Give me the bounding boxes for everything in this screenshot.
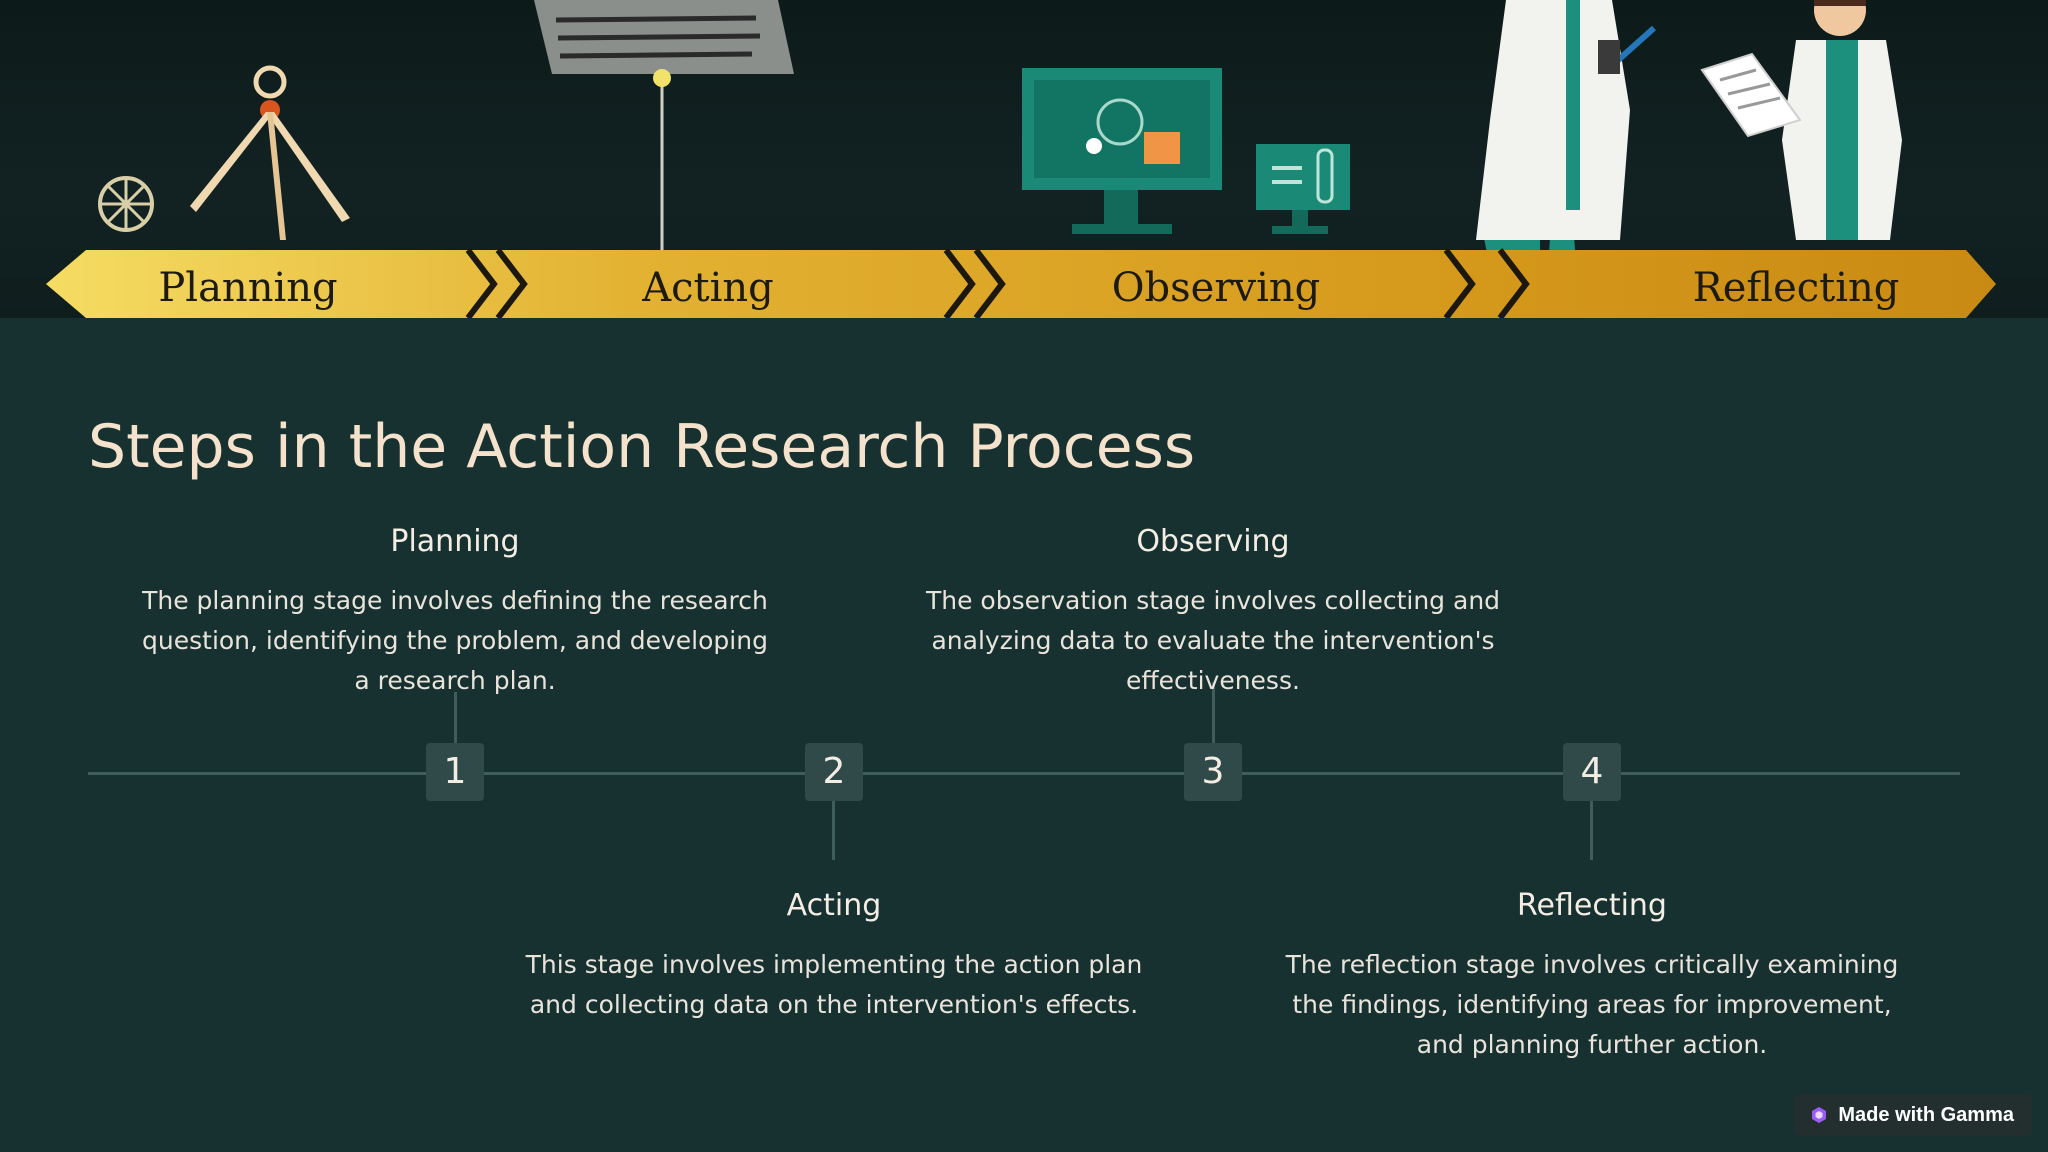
small-monitor-icon (1256, 144, 1350, 234)
made-with-gamma-badge[interactable]: Made with Gamma (1794, 1094, 2032, 1136)
chevron-right-icon (465, 248, 498, 318)
step-description: This stage involves implementing the act… (525, 950, 1143, 1019)
computer-monitor-icon (1022, 68, 1222, 234)
connector-step-1 (454, 692, 457, 744)
step-planning: Planning The planning stage involves def… (135, 524, 775, 701)
chevron-right-icon (973, 248, 1006, 318)
compass-rose-icon (98, 176, 154, 232)
step-description: The planning stage involves defining the… (142, 586, 768, 695)
step-description: The reflection stage involves critically… (1285, 950, 1899, 1059)
badge-label: Made with Gamma (1838, 1103, 2014, 1126)
connector-step-2 (832, 800, 835, 860)
gamma-logo-icon (1812, 1107, 1827, 1123)
timeline-line (88, 772, 1960, 775)
page-title: Steps in the Action Research Process (88, 412, 1196, 482)
connector-step-3 (1212, 682, 1215, 744)
chevron-right-icon (1443, 248, 1476, 318)
chevron-right-icon (943, 248, 976, 318)
drafting-compass-icon (190, 65, 350, 240)
chevron-right-icon (1497, 248, 1530, 318)
connector-step-4 (1590, 800, 1593, 860)
step-number-1: 1 (426, 743, 484, 801)
step-description: The observation stage involves collectin… (925, 586, 1501, 695)
step-reflecting: Reflecting The reflection stage involves… (1272, 888, 1912, 1065)
sign-post-icon (534, 0, 794, 256)
step-heading: Observing (1136, 524, 1290, 559)
banner-label-observing: Observing (1111, 265, 1321, 311)
step-observing: Observing The observation stage involves… (893, 524, 1533, 701)
step-number-2: 2 (805, 743, 863, 801)
hero-banner-image: Planning Acting Observing Reflecting (0, 0, 2048, 318)
step-heading: Reflecting (1517, 888, 1667, 923)
banner-label-reflecting: Reflecting (1692, 265, 1900, 311)
chevron-right-icon (495, 248, 528, 318)
scientist-clipboard-icon (1700, 0, 1902, 240)
process-arrow-band (46, 248, 1996, 318)
banner-label-acting: Acting (642, 265, 774, 311)
step-heading: Acting (786, 888, 882, 923)
step-number-3: 3 (1184, 743, 1242, 801)
step-heading: Planning (390, 524, 520, 559)
banner-illustration (46, 0, 1996, 318)
step-number-4: 4 (1563, 743, 1621, 801)
banner-label-planning: Planning (158, 265, 338, 311)
step-acting: Acting This stage involves implementing … (514, 888, 1154, 1025)
